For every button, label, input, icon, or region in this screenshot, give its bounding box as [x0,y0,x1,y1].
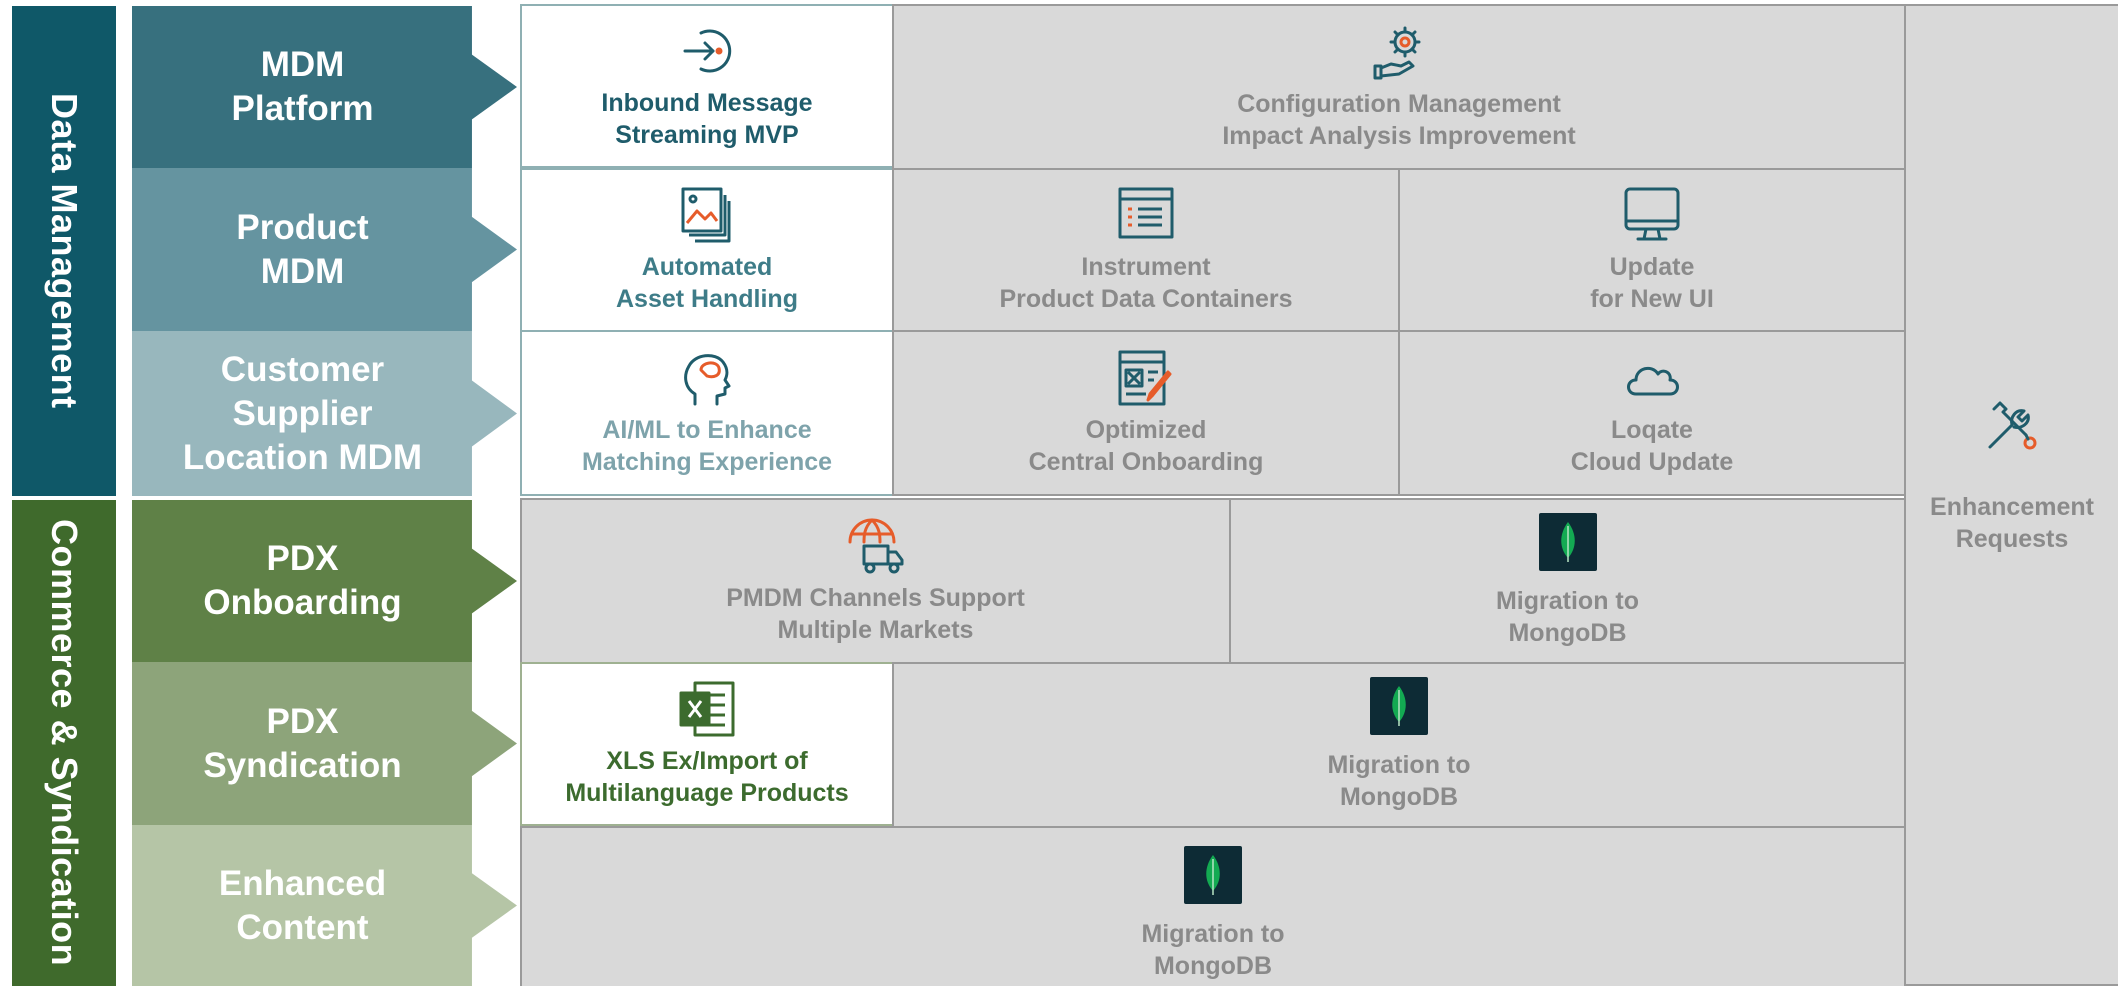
image-stack-icon [677,185,737,245]
group-label: Data Management [44,93,85,409]
cell-label: Instrument Product Data Containers [999,253,1293,313]
cell-label: Update for New UI [1590,253,1714,313]
cell-label: Migration to MongoDB [1327,751,1471,811]
cell-label: Enhancement Requests [1930,493,2094,553]
cell-enhancement-requests: Enhancement Requests [1904,4,2118,986]
cell-instrument-containers: Instrument Product Data Containers [892,168,1400,332]
row-pdx-syndication: PDX Syndication [132,662,517,825]
head-brain-icon [677,348,737,408]
mongodb-leaf-icon [1538,513,1597,571]
cell-mongo-syndication: Migration to MongoDB [892,662,1906,828]
tools-icon [1982,395,2042,455]
row-label: Customer Supplier Location MDM [182,349,423,477]
cell-label: XLS Ex/Import of Multilanguage Products [565,747,849,807]
row-label: PDX Syndication [203,701,402,785]
group-commerce-syndication: Commerce & Syndication [12,500,116,986]
cell-label: AI/ML to Enhance Matching Experience [581,416,833,476]
cell-label: Migration to MongoDB [1495,587,1640,647]
form-edit-icon [1116,348,1176,408]
cell-mongo-enhanced: Migration to MongoDB [520,826,1906,986]
cell-inbound-streaming: Inbound Message Streaming MVP [520,4,894,168]
cell-label: Inbound Message Streaming MVP [601,89,813,149]
row-pdx-onboarding: PDX Onboarding [132,500,517,662]
mongodb-leaf-icon [1184,846,1242,904]
cell-configuration-management: Configuration Management Impact Analysis… [892,4,1906,170]
row-label: MDM Platform [231,45,374,128]
row-label: PDX Onboarding [203,539,402,622]
group-data-management: Data Management [12,6,116,496]
cell-label: Configuration Management Impact Analysis… [1222,90,1576,150]
group-label: Commerce & Syndication [44,519,85,967]
cell-pmdm-channels: PMDM Channels Support Multiple Markets [520,498,1231,664]
row-enhanced-content: Enhanced Content [132,825,517,986]
mongodb-leaf-icon [1370,677,1428,735]
cell-label: Optimized Central Onboarding [1028,416,1264,476]
list-window-icon [1116,185,1176,245]
excel-icon [677,679,737,739]
monitor-icon [1622,185,1682,245]
cell-xls-import: XLS Ex/Import of Multilanguage Products [520,662,894,826]
cell-aiml-matching: AI/ML to Enhance Matching Experience [520,330,894,496]
row-product-mdm: Product MDM [132,168,517,331]
sign-in-arrow-icon [677,21,737,81]
row-customer-mdm: Customer Supplier Location MDM [132,331,517,496]
row-mdm-platform: MDM Platform [132,6,517,168]
cell-mongo-onboarding: Migration to MongoDB [1229,498,1906,664]
globe-truck-icon [846,516,906,576]
row-label: Product MDM [236,207,369,291]
cell-label: Automated Asset Handling [616,253,798,313]
cell-update-ui: Update for New UI [1398,168,1906,332]
cell-label: Migration to MongoDB [1141,920,1285,980]
cell-loqate-cloud: Loqate Cloud Update [1398,330,1906,496]
cell-label: PMDM Channels Support Multiple Markets [726,584,1025,644]
cloud-icon [1622,348,1682,408]
cell-central-onboarding: Optimized Central Onboarding [892,330,1400,496]
row-label: Enhanced Content [218,863,387,947]
hand-gear-icon [1369,22,1429,82]
cell-asset-handling: Automated Asset Handling [520,168,894,332]
cell-label: Loqate Cloud Update [1570,416,1734,476]
